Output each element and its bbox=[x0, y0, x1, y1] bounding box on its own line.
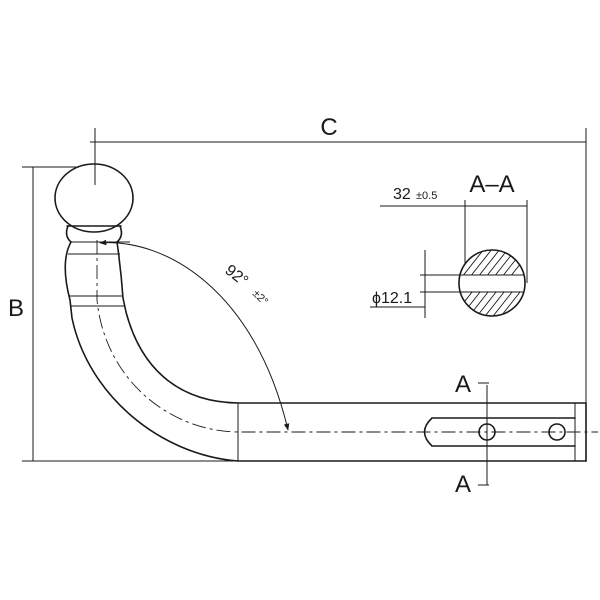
section-width-tolerance: ±0.5 bbox=[416, 190, 437, 202]
dimension-b: B bbox=[8, 166, 250, 462]
section-mark-top: A bbox=[455, 371, 471, 398]
arm-inner-edge bbox=[116, 241, 239, 404]
arm-outer-edge bbox=[64, 241, 239, 462]
section-hatching bbox=[459, 250, 525, 316]
angle-arc bbox=[99, 239, 290, 431]
section-mark-bottom: A bbox=[455, 471, 471, 498]
angle-dimension: 92° ±2° bbox=[97, 239, 290, 431]
section-width-value: 32 bbox=[393, 186, 411, 203]
section-title: A–A bbox=[469, 171, 514, 198]
section-outline bbox=[458, 249, 526, 317]
section-a-a: A–A 32 ±0.5 bbox=[370, 171, 528, 318]
section-diameter: ϕ12.1 bbox=[372, 290, 412, 307]
dimension-c: C bbox=[90, 114, 587, 412]
angle-tolerance: ±2° bbox=[250, 288, 270, 308]
ball-neck-right bbox=[116, 225, 123, 243]
bent-arm bbox=[64, 241, 239, 462]
dim-c-label: C bbox=[320, 114, 337, 141]
dim-b-label: B bbox=[8, 295, 24, 322]
section-cut-marks: A A bbox=[455, 371, 489, 498]
ball-head bbox=[54, 163, 134, 233]
angle-value: 92° bbox=[222, 262, 252, 290]
tow-ball bbox=[54, 163, 134, 243]
ball-neck-left bbox=[65, 225, 72, 243]
